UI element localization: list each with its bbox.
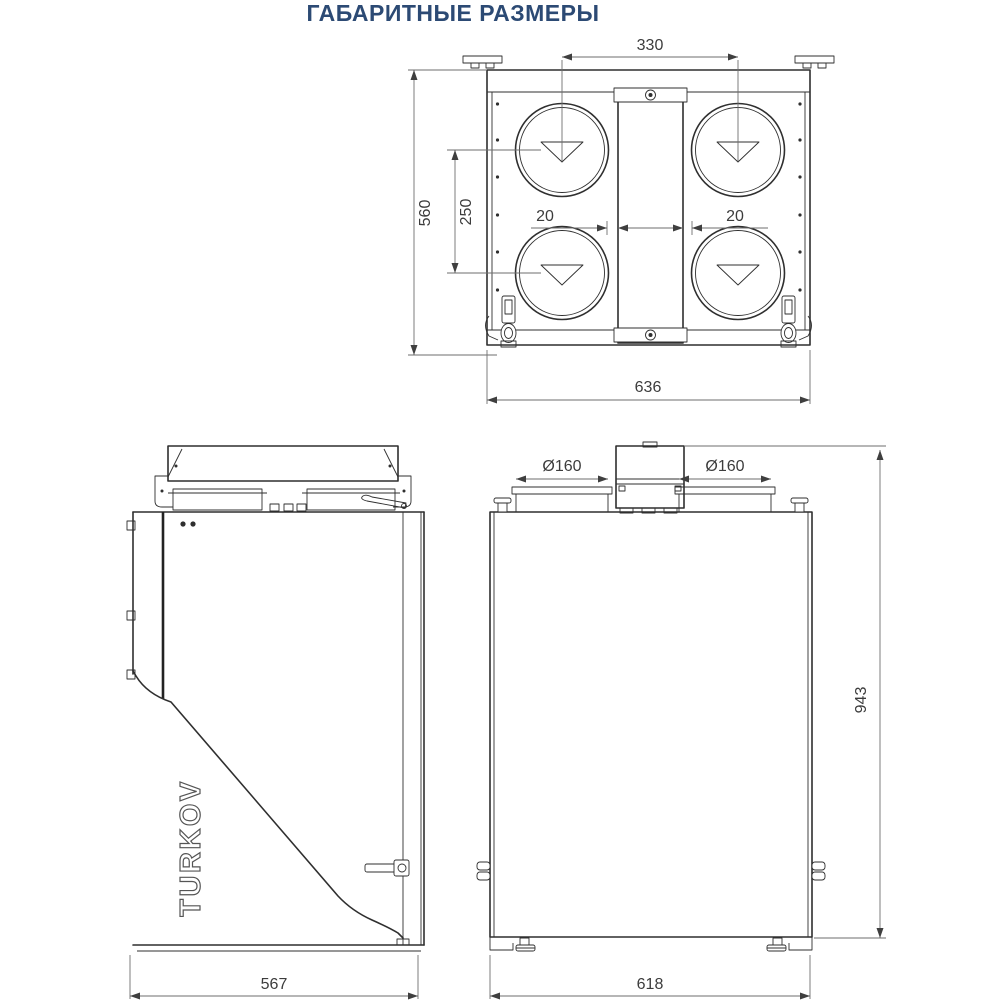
dim-label-618: 618 xyxy=(637,976,664,993)
dim-618: 618 xyxy=(489,955,811,1000)
dim-label-20-left: 20 xyxy=(536,208,554,225)
top-cap-left xyxy=(493,497,512,513)
page-title: ГАБАРИТНЫЕ РАЗМЕРЫ xyxy=(306,0,600,26)
latch-lever xyxy=(361,494,407,509)
top-view-center-column xyxy=(613,87,688,344)
top-view-casing xyxy=(486,69,811,346)
front-view: Ø160 Ø160 943 xyxy=(476,441,886,1000)
dim-label-330: 330 xyxy=(637,37,664,54)
dim-label-560: 560 xyxy=(417,200,434,227)
dim-20-left: 20 xyxy=(531,208,683,235)
duct-collar-right xyxy=(674,486,776,513)
feet xyxy=(489,937,813,952)
dim-label-d160-right: Ø160 xyxy=(705,458,744,475)
side-latch-right xyxy=(811,861,826,881)
top-cap-right xyxy=(790,497,809,513)
dim-636: 636 xyxy=(486,350,811,404)
side-view-collars xyxy=(168,488,407,512)
duct-collar-left xyxy=(511,486,613,513)
dim-label-636: 636 xyxy=(635,379,662,396)
side-latch-left xyxy=(476,861,491,881)
dim-d160-left: Ø160 xyxy=(516,458,608,483)
port-bottom-right xyxy=(690,225,786,321)
brand-logo-text: TURKOV xyxy=(175,779,207,916)
dim-560: 560 xyxy=(408,69,497,356)
side-view: TURKOV 567 xyxy=(126,445,425,1000)
slanted-door-edge xyxy=(132,670,404,939)
dim-330: 330 xyxy=(561,37,739,161)
screw-holes xyxy=(495,102,802,292)
control-box xyxy=(615,441,685,514)
door-latch xyxy=(364,859,410,877)
side-view-bracket xyxy=(154,445,412,508)
dim-label-567: 567 xyxy=(261,976,288,993)
top-view: 330 560 250 xyxy=(408,37,835,404)
dim-label-943: 943 xyxy=(853,687,870,714)
dim-label-d160-left: Ø160 xyxy=(542,458,581,475)
dim-567: 567 xyxy=(129,955,419,1000)
dim-250: 250 xyxy=(447,149,541,274)
latch-left xyxy=(485,295,517,348)
dim-label-20-right: 20 xyxy=(726,208,744,225)
latch-right xyxy=(780,295,812,348)
side-view-body: TURKOV xyxy=(126,511,425,952)
front-view-body xyxy=(489,511,813,938)
top-view-corner-brackets xyxy=(462,55,835,69)
dim-943: 943 xyxy=(684,445,886,939)
dim-20-right: 20 xyxy=(673,208,768,235)
dim-label-250: 250 xyxy=(458,199,475,226)
dim-d160-right: Ø160 xyxy=(679,458,771,483)
